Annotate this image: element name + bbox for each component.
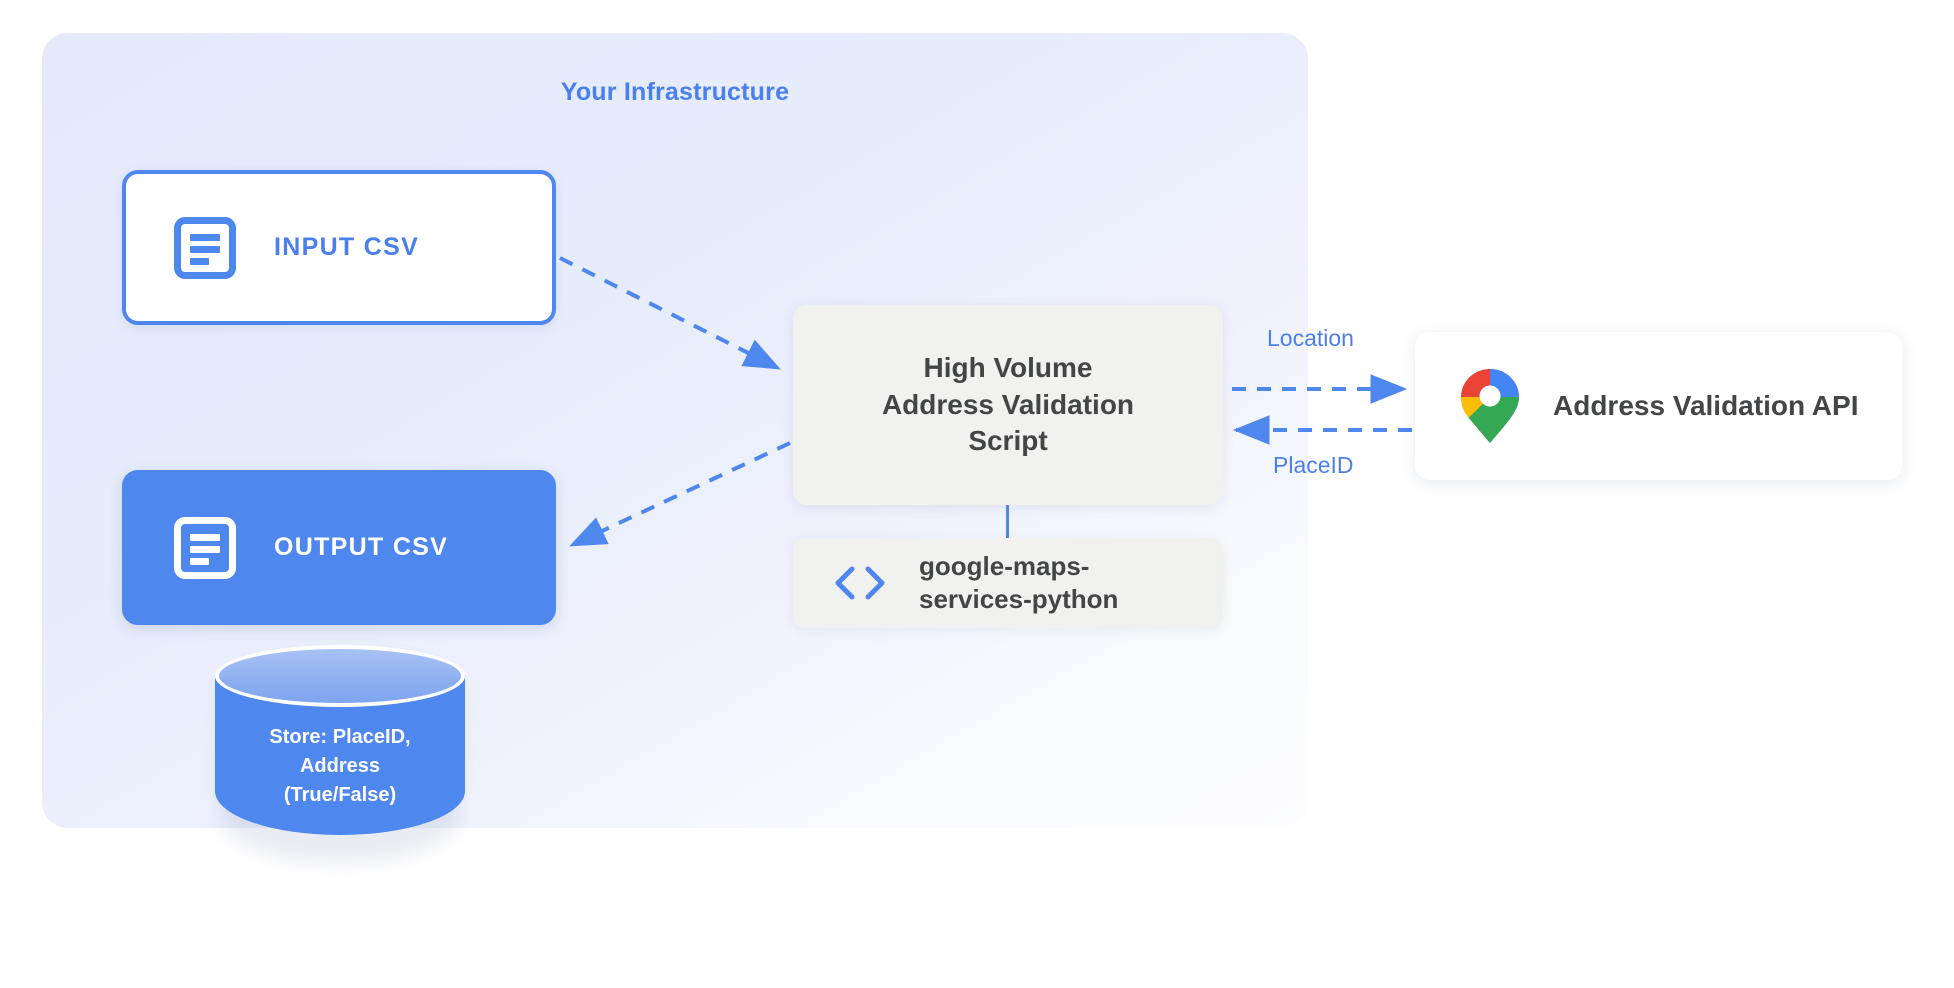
output-csv-label: OUTPUT CSV	[274, 533, 449, 561]
library-label-line-2: services-python	[919, 584, 1119, 614]
node-output-csv[interactable]: OUTPUT CSV	[122, 470, 556, 625]
edge-label-location: Location	[1267, 325, 1354, 351]
input-csv-label: INPUT CSV	[274, 233, 420, 261]
script-label-line-2: Address Validation	[881, 388, 1135, 420]
node-database[interactable]: Store: PlaceID, Address (True/False)	[215, 645, 465, 865]
library-label-line-1: google-maps-	[919, 550, 1090, 581]
script-label-line-1: High Volume	[923, 351, 1093, 383]
node-script[interactable]: High Volume Address Validation Script	[793, 305, 1223, 505]
google-maps-pin-icon	[1461, 369, 1519, 443]
edge-label-placeid: PlaceID	[1273, 452, 1354, 478]
database-label-line-1: Store: PlaceID,	[269, 726, 411, 748]
api-label: Address Validation API	[1553, 390, 1859, 421]
node-address-validation-api[interactable]: Address Validation API	[1415, 332, 1902, 480]
document-icon	[174, 216, 236, 279]
database-label-line-3: (True/False)	[283, 784, 397, 806]
document-icon	[174, 516, 236, 579]
node-input-csv[interactable]: INPUT CSV	[122, 170, 556, 325]
script-label-line-3: Script	[968, 425, 1048, 457]
panel-title: Your Infrastructure	[560, 78, 790, 106]
code-brackets-icon	[831, 562, 889, 604]
script-library-connector	[1006, 505, 1009, 543]
database-cylinder-top	[215, 645, 465, 707]
node-library[interactable]: google-maps- services-python	[793, 538, 1223, 628]
database-label-line-2: Address	[299, 755, 381, 777]
database-label: Store: PlaceID, Address (True/False)	[215, 723, 465, 810]
library-label: google-maps- services-python	[919, 550, 1118, 617]
